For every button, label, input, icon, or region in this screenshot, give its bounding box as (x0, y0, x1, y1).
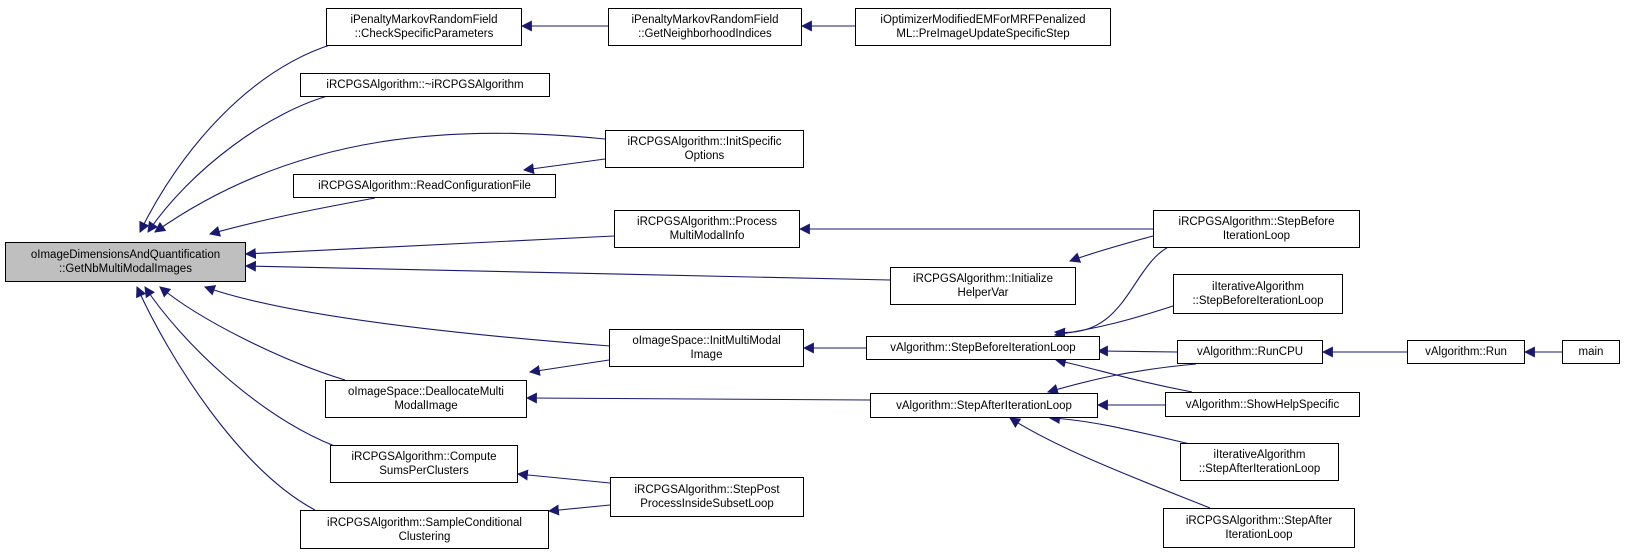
edge-init-multimodal-image-to-deallocate (528, 359, 610, 376)
edge-deallocate-multimodal-image-to-root (159, 286, 346, 381)
node-run-cpu[interactable]: vAlgorithm::RunCPU (1177, 340, 1323, 364)
edge-rcpgs-step-before-to-initialize-helper-var (1068, 235, 1154, 263)
edge-show-help-specific-to-v-step-before (1054, 356, 1193, 393)
edge-check-specific-parameters-to-root (139, 43, 334, 233)
node-label: iRCPGSAlgorithm::StepAfter IterationLoop (1185, 515, 1333, 541)
node-label: vAlgorithm::Run (1425, 346, 1507, 358)
node-process-multimodal-info[interactable]: iRCPGSAlgorithm::Process MultiModalInfo (614, 210, 800, 248)
node-iterative-step-after-iteration-loop[interactable]: iIterativeAlgorithm ::StepAfterIteration… (1180, 443, 1339, 481)
node-label: iRCPGSAlgorithm::Initialize HelperVar (913, 273, 1053, 299)
node-label: oImageDimensionsAndQuantification ::GetN… (30, 249, 221, 275)
edge-run-cpu-to-v-step-before (1096, 345, 1178, 357)
node-rcpgs-destructor[interactable]: iRCPGSAlgorithm::~iRCPGSAlgorithm (300, 73, 550, 97)
node-label: iRCPGSAlgorithm::StepPost ProcessInsideS… (634, 484, 780, 510)
node-label: vAlgorithm::RunCPU (1196, 346, 1304, 358)
edge-sample-conditional-clustering-to-root (136, 285, 316, 511)
edge-iterative-step-after-to-v-step-after (1048, 413, 1191, 445)
edge-initialize-helper-var-to-root (244, 260, 891, 281)
node-label: iRCPGSAlgorithm::Compute SumsPerClusters (351, 451, 497, 477)
node-get-neighborhood-indices[interactable]: iPenaltyMarkovRandomField ::GetNeighborh… (608, 8, 802, 46)
node-v-step-before-iteration-loop[interactable]: vAlgorithm::StepBeforeIterationLoop (866, 336, 1100, 360)
node-initialize-helper-var[interactable]: iRCPGSAlgorithm::Initialize HelperVar (890, 267, 1076, 305)
node-iterative-step-before-iteration-loop[interactable]: iIterativeAlgorithm ::StepBeforeIteratio… (1173, 274, 1343, 314)
node-label: vAlgorithm::StepBeforeIterationLoop (890, 342, 1076, 354)
node-label: main (1578, 346, 1604, 358)
node-label: iRCPGSAlgorithm::SampleConditional Clust… (327, 516, 522, 543)
node-show-help-specific[interactable]: vAlgorithm::ShowHelpSpecific (1165, 392, 1360, 417)
edge-iterative-step-before-to-v-step-before (1053, 305, 1174, 339)
node-label: iRCPGSAlgorithm::Process MultiModalInfo (637, 216, 777, 242)
node-label: iIterativeAlgorithm ::StepBeforeIteratio… (1192, 281, 1324, 307)
node-label: iRCPGSAlgorithm::StepBefore IterationLoo… (1178, 216, 1335, 242)
node-label: iRCPGSAlgorithm::InitSpecific Options (627, 136, 782, 162)
node-label: iRCPGSAlgorithm::ReadConfigurationFile (318, 180, 531, 192)
node-v-step-after-iteration-loop[interactable]: vAlgorithm::StepAfterIterationLoop (870, 393, 1098, 418)
edge-init-specific-options-to-read-configuration-file (522, 158, 606, 175)
node-label: oImageSpace::InitMultiModal Image (632, 335, 781, 361)
node-label: vAlgorithm::ShowHelpSpecific (1185, 398, 1340, 411)
node-compute-sums-per-clusters[interactable]: iRCPGSAlgorithm::Compute SumsPerClusters (330, 445, 518, 483)
node-run[interactable]: vAlgorithm::Run (1407, 340, 1525, 364)
node-pre-image-update-specific-step[interactable]: iOptimizerModifiedEMForMRFPenalized ML::… (855, 8, 1111, 46)
node-read-configuration-file[interactable]: iRCPGSAlgorithm::ReadConfigurationFile (293, 174, 556, 198)
node-init-multimodal-image[interactable]: oImageSpace::InitMultiModal Image (609, 329, 804, 367)
edge-read-configuration-file-to-root (208, 197, 376, 237)
edge-v-step-after-to-deallocate-multimodal-image (525, 392, 871, 404)
node-step-post-process-inside-subset-loop[interactable]: iRCPGSAlgorithm::StepPost ProcessInsideS… (610, 477, 804, 517)
node-root-get-nb-multi-modal-images[interactable]: oImageDimensionsAndQuantification ::GetN… (5, 242, 246, 282)
node-sample-conditional-clustering[interactable]: iRCPGSAlgorithm::SampleConditional Clust… (300, 510, 549, 549)
node-label: iRCPGSAlgorithm::~iRCPGSAlgorithm (326, 79, 524, 91)
node-check-specific-parameters[interactable]: iPenaltyMarkovRandomField ::CheckSpecifi… (326, 8, 522, 46)
node-label: iIterativeAlgorithm ::StepAfterIteration… (1198, 449, 1321, 475)
edge-compute-sums-per-clusters-to-root (144, 286, 346, 451)
node-rcpgs-step-before-iteration-loop[interactable]: iRCPGSAlgorithm::StepBefore IterationLoo… (1153, 210, 1360, 248)
node-label: iPenaltyMarkovRandomField ::GetNeighborh… (631, 14, 779, 40)
node-label: vAlgorithm::StepAfterIterationLoop (896, 399, 1072, 412)
edge-run-cpu-to-v-step-after (1046, 363, 1197, 395)
node-init-specific-options[interactable]: iRCPGSAlgorithm::InitSpecific Options (605, 130, 804, 168)
node-main[interactable]: main (1562, 340, 1620, 364)
node-label: oImageSpace::DeallocateMulti ModalImage (348, 386, 504, 412)
node-rcpgs-step-after-iteration-loop[interactable]: iRCPGSAlgorithm::StepAfter IterationLoop (1163, 508, 1355, 548)
node-label: iPenaltyMarkovRandomField ::CheckSpecifi… (350, 14, 498, 40)
edge-step-post-process-to-sample-conditional (547, 504, 611, 516)
edge-step-post-process-to-compute-sums (516, 469, 611, 484)
edge-process-multimodal-info-to-root (244, 235, 615, 260)
node-label: iOptimizerModifiedEMForMRFPenalized ML::… (880, 14, 1086, 40)
edge-init-specific-options-to-root (154, 132, 606, 233)
node-deallocate-multimodal-image[interactable]: oImageSpace::DeallocateMulti ModalImage (325, 380, 527, 418)
edge-rcpgs-step-after-to-v-step-after (1009, 417, 1211, 509)
edge-destructor-to-root (147, 93, 336, 233)
edge-init-multimodal-image-to-root (203, 285, 611, 347)
